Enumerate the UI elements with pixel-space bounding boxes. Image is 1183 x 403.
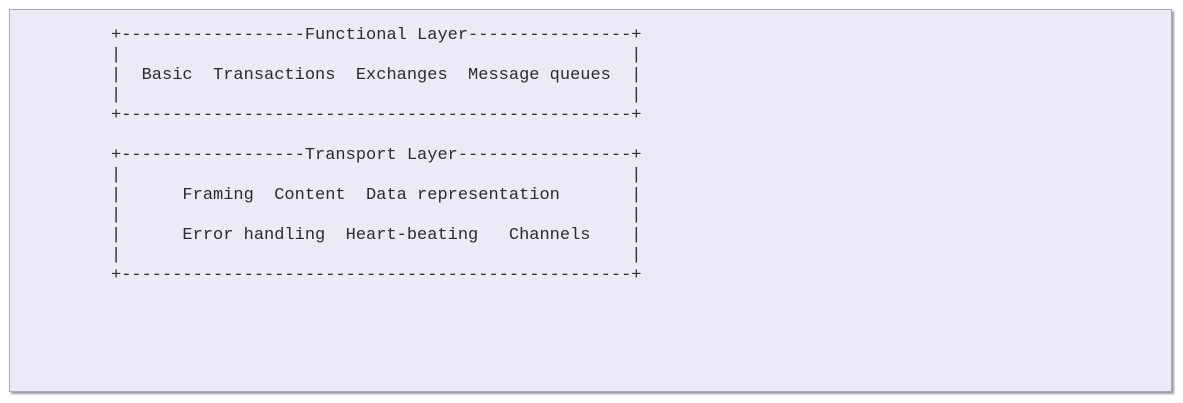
functional-layer-top-border: +------------------Functional Layer-----… (111, 26, 642, 45)
spacer-row (111, 126, 642, 146)
functional-layer-bottom-border: +---------------------------------------… (111, 106, 642, 125)
ascii-layer-diagram: +------------------Functional Layer-----… (111, 26, 642, 286)
functional-layer-items: | Basic Transactions Exchanges Message q… (111, 66, 642, 85)
transport-layer-top-border: +------------------Transport Layer------… (111, 146, 642, 165)
transport-layer-blank-row: | | (111, 206, 642, 225)
functional-layer-blank-row: | | (111, 46, 642, 65)
transport-layer-items-row-2: | Error handling Heart-beating Channels … (111, 226, 642, 245)
transport-layer-blank-row: | | (111, 166, 642, 185)
transport-layer-bottom-border: +---------------------------------------… (111, 266, 642, 285)
transport-layer-items-row-1: | Framing Content Data representation | (111, 186, 642, 205)
code-block-frame: +------------------Functional Layer-----… (9, 9, 1172, 392)
transport-layer-blank-row: | | (111, 246, 642, 265)
functional-layer-blank-row: | | (111, 86, 642, 105)
